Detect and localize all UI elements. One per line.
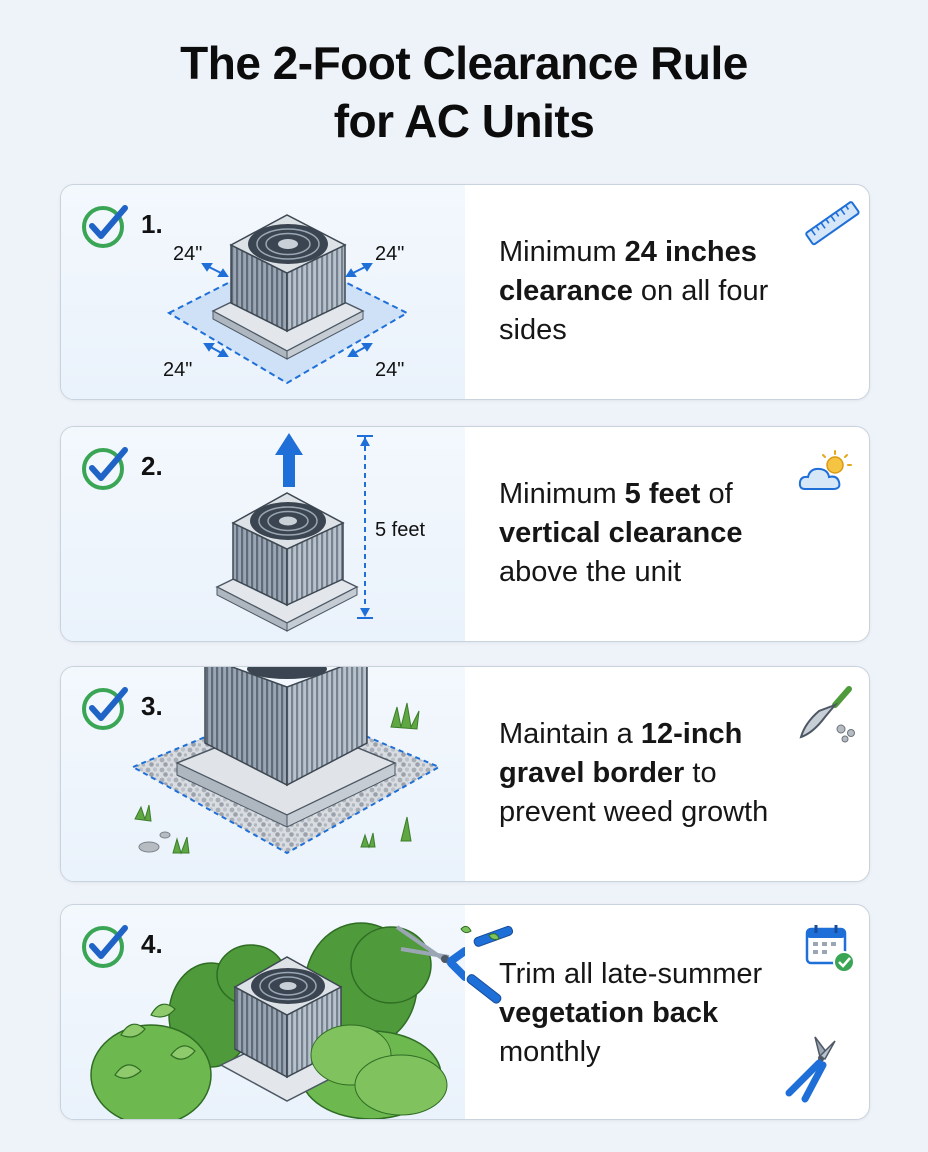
step-number: 3. bbox=[141, 691, 163, 721]
clearance-card-4: 4. Trim all late-summer vegetation back … bbox=[60, 904, 870, 1120]
pruning-shears-icon bbox=[785, 1036, 836, 1103]
clearance-text: Minimum 24 inches clearance on all four … bbox=[499, 236, 769, 346]
dim-label-bottom-left: 24" bbox=[163, 359, 193, 381]
dim-label-bottom-right: 24" bbox=[375, 359, 405, 381]
checkmark-icon bbox=[82, 925, 128, 968]
checkmark-icon bbox=[82, 447, 128, 490]
sun-cloud-icon bbox=[798, 450, 852, 490]
checkmark-icon bbox=[82, 687, 128, 730]
step-number: 1. bbox=[141, 209, 163, 239]
illustration-panel: 24" 24" 24" 24" bbox=[61, 185, 465, 399]
clearance-card-2: 5 feet 2. Minimum 5 feet of vertical cle… bbox=[60, 426, 870, 642]
dim-label-top-right: 24" bbox=[375, 243, 405, 265]
vertical-clearance-illustration bbox=[215, 433, 373, 632]
height-label: 5 feet bbox=[375, 519, 426, 541]
step-number: 2. bbox=[141, 451, 163, 481]
dim-label-top-left: 24" bbox=[173, 243, 203, 265]
clearance-text: Maintain a 12-inch gravel border to prev… bbox=[499, 718, 769, 828]
gravel-border-illustration bbox=[130, 667, 442, 855]
calendar-check-icon bbox=[805, 925, 855, 973]
title-line-2: for AC Units bbox=[333, 95, 595, 147]
illustration-panel bbox=[61, 905, 514, 1119]
illustration-panel: 5 feet bbox=[61, 427, 465, 641]
vegetation-trim-illustration bbox=[90, 922, 465, 1119]
ac-unit-clearance-illustration bbox=[166, 214, 410, 385]
title-line-1: The 2-Foot Clearance Rule bbox=[180, 37, 748, 89]
clearance-card-1: 24" 24" 24" 24" 1. Minimum 24 inches cle… bbox=[60, 184, 870, 400]
step-number: 4. bbox=[141, 929, 163, 959]
page-title: The 2-Foot Clearance Rule for AC Units bbox=[0, 34, 928, 150]
clearance-text: Minimum 5 feet of vertical clearance abo… bbox=[499, 478, 743, 588]
illustration-panel bbox=[61, 667, 465, 881]
checkmark-icon bbox=[82, 205, 128, 248]
ruler-icon bbox=[805, 201, 860, 246]
hedge-shears-icon bbox=[460, 925, 514, 1004]
clearance-card-3: 3. Maintain a 12-inch gravel border to p… bbox=[60, 666, 870, 882]
clearance-text: Trim all late-summer vegetation back mon… bbox=[499, 958, 763, 1068]
trowel-icon bbox=[799, 686, 855, 743]
